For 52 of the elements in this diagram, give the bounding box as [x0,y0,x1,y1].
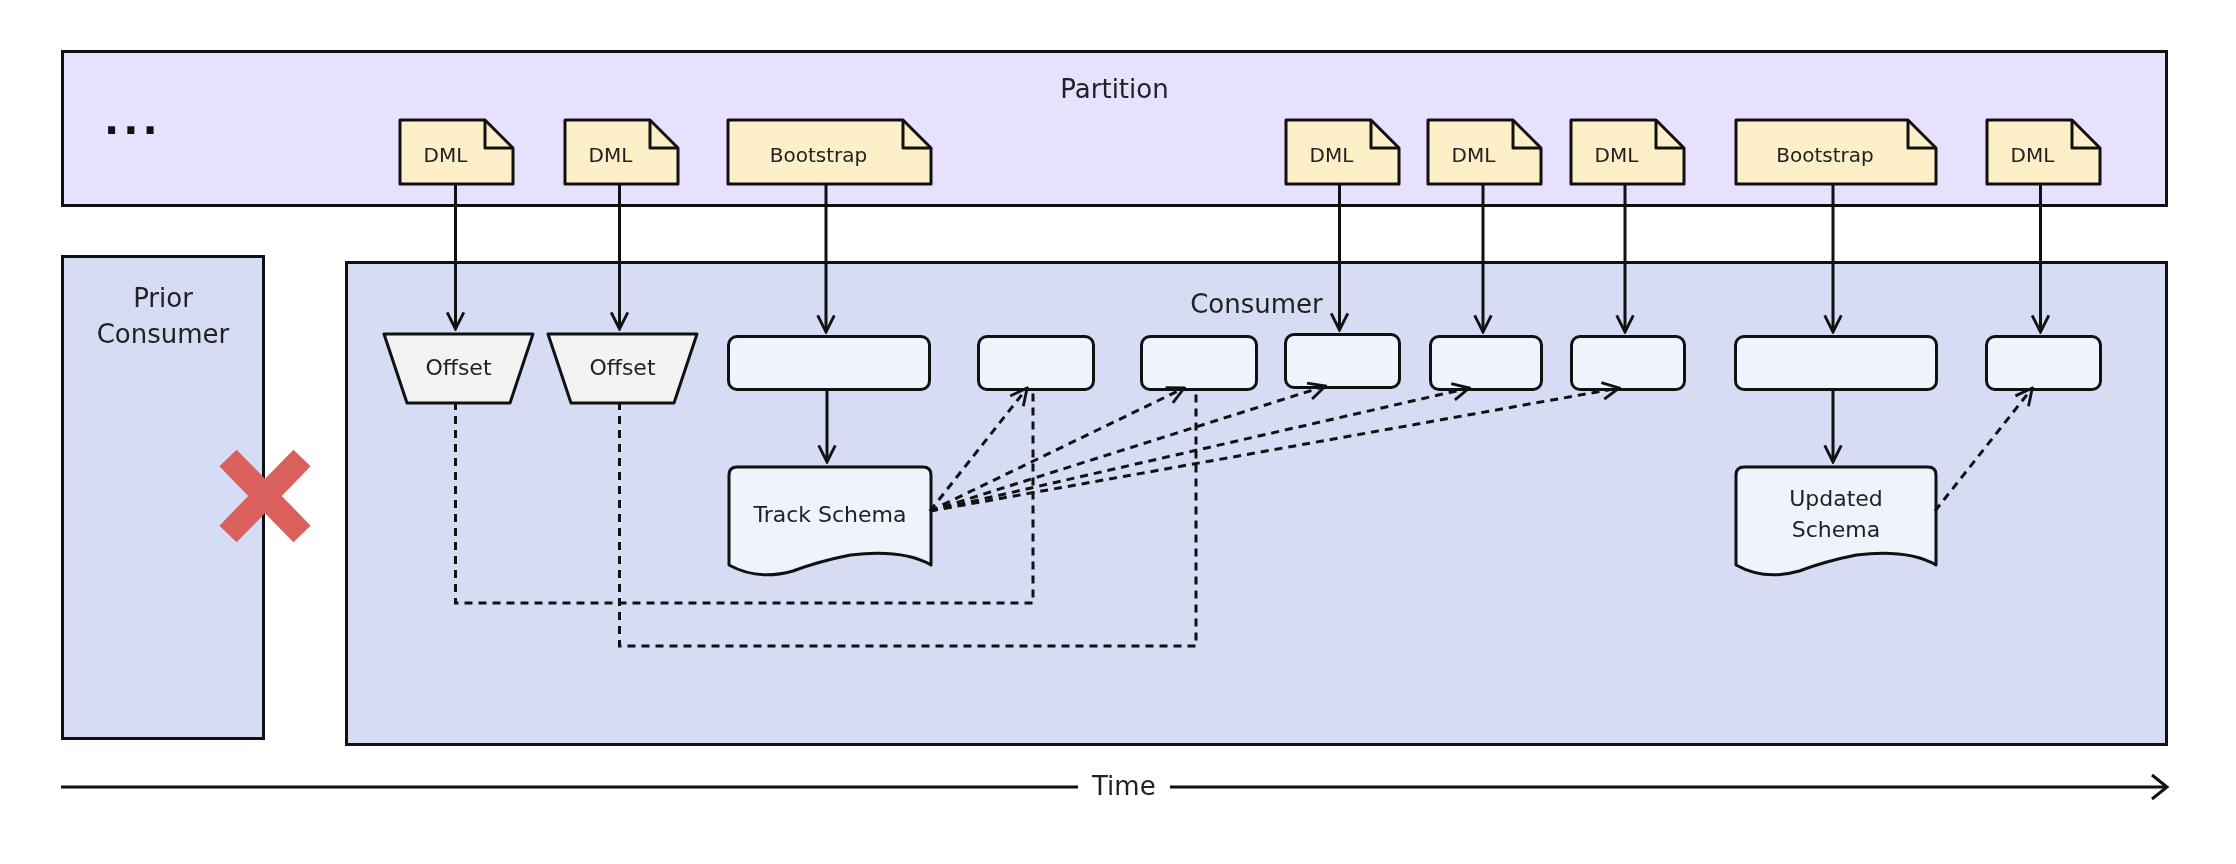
panel-title: Prior Consumer [95,282,231,352]
node-label: DML [1594,142,1639,169]
arrow [445,183,466,331]
consumer-panel [345,261,2168,746]
message-note [563,118,680,186]
arrow [2030,183,2051,334]
message-note [398,118,515,186]
message-note [726,118,933,186]
node-label: Track Schema [752,500,908,529]
node-label: Offset [589,354,656,383]
arrow [1615,183,1635,334]
arrow [817,388,837,464]
dashed-arrow [928,386,1029,512]
node-label: Bootstrap [1776,142,1874,169]
offset-trapezoid [382,332,535,405]
process-box [977,335,1095,391]
node-label: Offset [425,354,492,383]
consumer-panel [61,255,265,740]
partition-panel [61,50,2168,207]
message-note [1985,118,2102,186]
node-label: DML [423,142,468,169]
node-label: Bootstrap [769,142,868,169]
arrow [1329,183,1350,332]
process-box [1570,335,1686,391]
arrow [1823,183,1843,334]
process-box [1734,335,1938,391]
node-label: Updated Schema [1788,485,1884,544]
schema-document [727,465,933,579]
message-note [1734,118,1938,186]
node-label: DML [588,142,633,169]
node-label: DML [1451,142,1496,169]
arrow [1473,183,1493,334]
process-box [1284,333,1401,389]
dashed-arrow [1933,386,2034,512]
arrow [816,183,836,334]
message-note [1426,118,1543,186]
process-box [727,335,931,391]
message-note [1569,118,1686,186]
schema-document [1734,465,1938,579]
dashed-arrow [929,381,1621,513]
node-label: DML [1309,142,1354,169]
offset-trapezoid [546,332,699,405]
ellipsis-mark: ... [104,100,162,140]
process-box [1140,335,1258,391]
arrow [609,183,630,331]
message-note [1284,118,1401,186]
process-box [1985,335,2102,391]
panel-title: Partition [1060,73,1169,106]
node-label: DML [2010,142,2055,169]
arrow [1823,388,1843,464]
panel-title: Consumer [1190,288,1323,321]
process-box [1429,335,1543,391]
